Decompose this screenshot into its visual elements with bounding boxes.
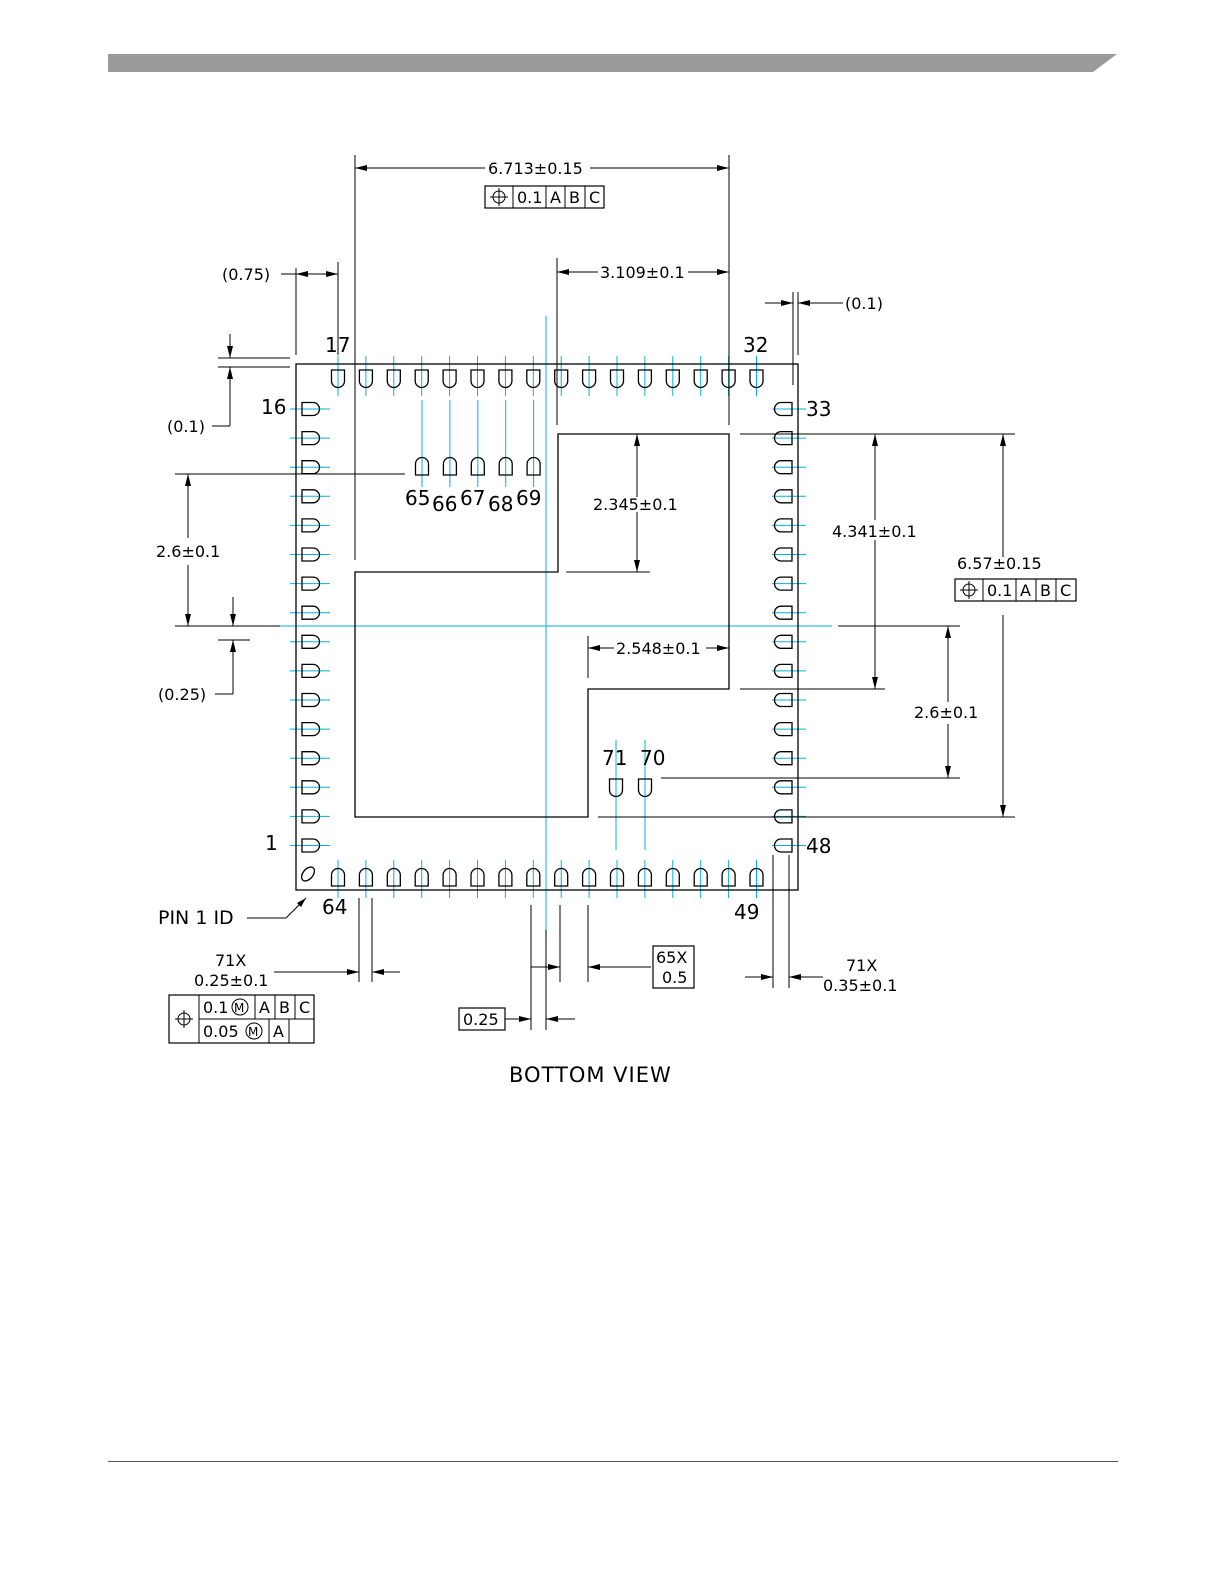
pin-48-label: 48 xyxy=(806,834,831,858)
package-outline xyxy=(296,364,798,890)
dim-offset-01-left: (0.1) xyxy=(167,417,205,436)
pin-16-label: 16 xyxy=(261,395,286,419)
dim-top-width: 6.713±0.15 xyxy=(488,159,583,178)
fcf2-row2-value: 0.05 xyxy=(203,1022,239,1041)
fcf-right-datum-c: C xyxy=(1060,581,1071,600)
fcf-right-value: 0.1 xyxy=(987,581,1012,600)
fcf2-row2-datum-a: A xyxy=(273,1022,284,1041)
pin-71-label: 71 xyxy=(602,746,627,770)
pin-65-label: 65 xyxy=(405,486,430,510)
dim-pad-height-4341: 4.341±0.1 xyxy=(832,522,917,541)
dim-offset-025: (0.25) xyxy=(158,685,206,704)
pin-66-label: 66 xyxy=(432,492,457,516)
inner-basic-box: 0.25 xyxy=(459,1008,505,1030)
dim-lead-count-a: 71X xyxy=(215,951,246,970)
fcf-top-datum-c: C xyxy=(589,188,600,207)
dim-left-26: 2.6±0.1 xyxy=(156,542,220,561)
pin-64-label: 64 xyxy=(322,895,347,919)
lead-pads xyxy=(302,370,792,886)
pin-33-label: 33 xyxy=(806,397,831,421)
right-feature-control-frame: 0.1 A B C xyxy=(955,579,1076,601)
dim-right-26: 2.6±0.1 xyxy=(914,703,978,722)
footer-rule xyxy=(108,1461,1118,1462)
dim-offset-01-right: (0.1) xyxy=(845,294,883,313)
pin-70-label: 70 xyxy=(640,746,665,770)
fcf-top-datum-b: B xyxy=(569,188,580,207)
fcf-top-datum-a: A xyxy=(550,188,561,207)
pin-68-label: 68 xyxy=(488,492,513,516)
dim-lead-length: 0.35±0.1 xyxy=(823,976,897,995)
dim-pad-width-3109: 3.109±0.1 xyxy=(600,263,685,282)
inner-025-value: 0.25 xyxy=(463,1010,499,1029)
pin-1-label: 1 xyxy=(265,831,278,855)
dim-offset-075: (0.75) xyxy=(222,265,270,284)
centerlines xyxy=(258,316,832,930)
pin-1-id-label: PIN 1 ID xyxy=(158,907,234,929)
fcf-top-value: 0.1 xyxy=(517,188,542,207)
dim-pad-height-2345: 2.345±0.1 xyxy=(593,495,678,514)
fcf2-row1-datum-c: C xyxy=(299,998,310,1017)
dim-lead-count-b: 71X xyxy=(846,956,877,975)
pitch-value: 0.5 xyxy=(662,968,687,987)
pin-1-marker xyxy=(299,865,317,884)
fcf2-row2-modifier: M xyxy=(248,1025,258,1039)
pin-67-label: 67 xyxy=(460,486,485,510)
fcf2-row1-modifier: M xyxy=(234,1001,244,1015)
pin-69-label: 69 xyxy=(516,486,541,510)
pitch-basic-box: 65X 0.5 xyxy=(653,946,694,988)
pitch-count: 65X xyxy=(656,948,687,967)
dim-lead-width: 0.25±0.1 xyxy=(194,971,268,990)
fcf2-row1-value: 0.1 xyxy=(203,998,228,1017)
fcf2-row1-datum-a: A xyxy=(259,998,270,1017)
dimension-lines xyxy=(175,155,1015,1030)
fcf-right-datum-b: B xyxy=(1040,581,1051,600)
fcf2-row1-datum-b: B xyxy=(279,998,290,1017)
dim-right-height: 6.57±0.15 xyxy=(957,554,1042,573)
fcf-right-datum-a: A xyxy=(1020,581,1031,600)
pin-17-label: 17 xyxy=(325,333,350,357)
composite-feature-control-frame: 0.1 M A B C 0.05 M A xyxy=(169,995,314,1043)
view-title: BOTTOM VIEW xyxy=(509,1063,672,1087)
pin-32-label: 32 xyxy=(743,333,768,357)
top-feature-control-frame: 0.1 A B C xyxy=(485,186,604,208)
pin-49-label: 49 xyxy=(734,900,759,924)
dim-pad-width-2548: 2.548±0.1 xyxy=(616,639,701,658)
